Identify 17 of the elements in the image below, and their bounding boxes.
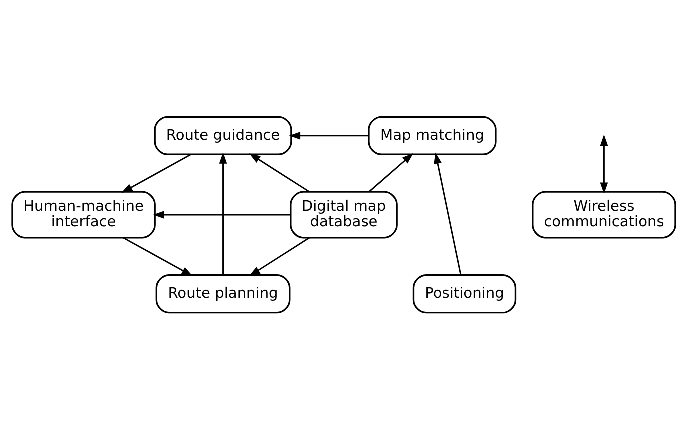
node-box: Map matching <box>368 116 497 156</box>
arrow <box>249 154 310 193</box>
arrow <box>153 211 291 219</box>
node-box: Positioning <box>412 274 517 314</box>
arrow <box>123 237 194 276</box>
node-box: Route guidance <box>154 116 292 156</box>
node-box: Wireless communications <box>532 191 676 239</box>
node-box: Route planning <box>156 274 291 314</box>
arrow <box>219 152 228 276</box>
node-box: Digital map database <box>290 191 398 239</box>
arrow <box>600 134 608 194</box>
node-box: Human-machine interface <box>12 191 156 239</box>
arrow <box>368 153 414 193</box>
arrow <box>249 237 310 276</box>
arrow <box>122 154 192 194</box>
arrow <box>289 132 369 140</box>
arrow <box>434 152 462 276</box>
